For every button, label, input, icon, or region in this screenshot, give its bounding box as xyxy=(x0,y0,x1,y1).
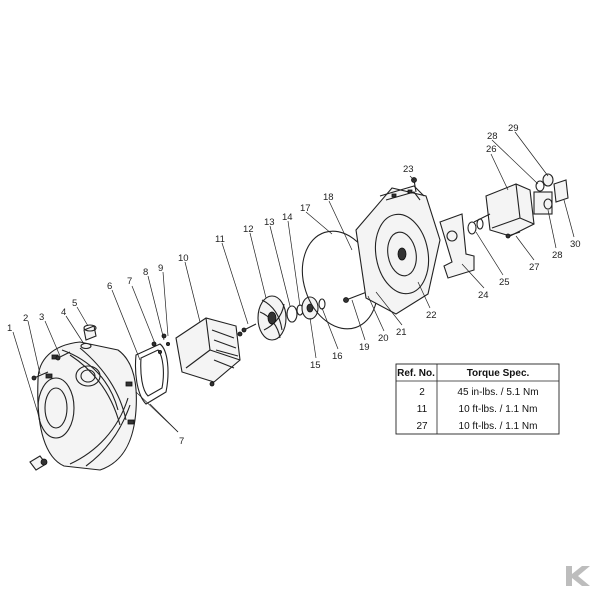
plug-5 xyxy=(83,324,97,341)
callout-30: 30 xyxy=(570,239,581,250)
callout-27: 27 xyxy=(529,262,540,273)
bolt-11 xyxy=(241,323,257,333)
table-header-ref: Ref. No. xyxy=(397,368,435,379)
callout-23: 23 xyxy=(403,164,414,175)
callout-25: 25 xyxy=(499,277,510,288)
back-plate-22 xyxy=(355,185,441,315)
callout-4: 4 xyxy=(61,307,66,318)
pump-casing xyxy=(29,341,137,471)
diffuser-10 xyxy=(175,317,243,387)
gasket-6 xyxy=(134,343,169,405)
callout-11: 11 xyxy=(215,234,225,245)
callout-labels: 1 2 3 4 5 6 7 7 8 9 10 11 12 13 14 15 16… xyxy=(7,123,581,447)
fitting-28 xyxy=(535,180,553,210)
bolt-2 xyxy=(31,371,49,381)
callout-8: 8 xyxy=(143,267,148,278)
callout-2: 2 xyxy=(23,313,28,324)
bolt-3 xyxy=(55,351,71,361)
callout-3: 3 xyxy=(39,312,44,323)
callout-9: 9 xyxy=(158,263,163,274)
callout-17: 17 xyxy=(300,203,311,214)
callout-22: 22 xyxy=(426,310,437,321)
fitting-30 xyxy=(553,179,569,203)
callout-16: 16 xyxy=(332,351,343,362)
table-row-spec: 45 in-lbs. / 5.1 Nm xyxy=(457,387,538,398)
bracket-24 xyxy=(439,213,475,279)
table-row-spec: 10 ft-lbs. / 1.1 Nm xyxy=(459,404,538,415)
bolt-8 xyxy=(151,341,162,354)
callout-26: 26 xyxy=(486,144,497,155)
callout-24: 24 xyxy=(478,290,489,301)
table-row-ref: 11 xyxy=(417,404,428,415)
callout-15: 15 xyxy=(310,360,321,371)
callout-6: 6 xyxy=(107,281,112,292)
callout-18: 18 xyxy=(323,192,334,203)
motor-26 xyxy=(473,183,553,237)
callout-19: 19 xyxy=(359,342,370,353)
sleeve-16 xyxy=(318,298,326,310)
callout-7-top: 7 xyxy=(127,276,132,287)
k-brand-logo-icon xyxy=(560,563,590,589)
callout-12: 12 xyxy=(243,224,254,235)
leader-lines xyxy=(12,131,575,433)
seal-13 xyxy=(286,305,298,323)
bolt-27 xyxy=(505,231,521,239)
callout-28-top: 28 xyxy=(487,131,498,142)
callout-13: 13 xyxy=(264,217,275,228)
impeller-12 xyxy=(257,295,287,341)
table-row-ref: 27 xyxy=(416,421,428,432)
callout-20: 20 xyxy=(378,333,389,344)
o-ring-4 xyxy=(80,342,92,350)
table-row-ref: 2 xyxy=(419,387,425,398)
torque-spec-table: Ref. No. Torque Spec. 2 45 in-lbs. / 5.1… xyxy=(395,363,560,435)
callout-29: 29 xyxy=(508,123,519,134)
callout-21: 21 xyxy=(396,327,407,338)
callout-1: 1 xyxy=(7,323,12,334)
table-header-torque: Torque Spec. xyxy=(467,368,530,379)
callout-5: 5 xyxy=(72,298,77,309)
callout-14: 14 xyxy=(282,212,293,223)
callout-10: 10 xyxy=(178,253,189,264)
fitting-29 xyxy=(542,173,554,187)
callout-7-bottom: 7 xyxy=(179,436,184,447)
table-row-spec: 10 ft-lbs. / 1.1 Nm xyxy=(459,421,538,432)
callout-28-bottom: 28 xyxy=(552,250,563,261)
